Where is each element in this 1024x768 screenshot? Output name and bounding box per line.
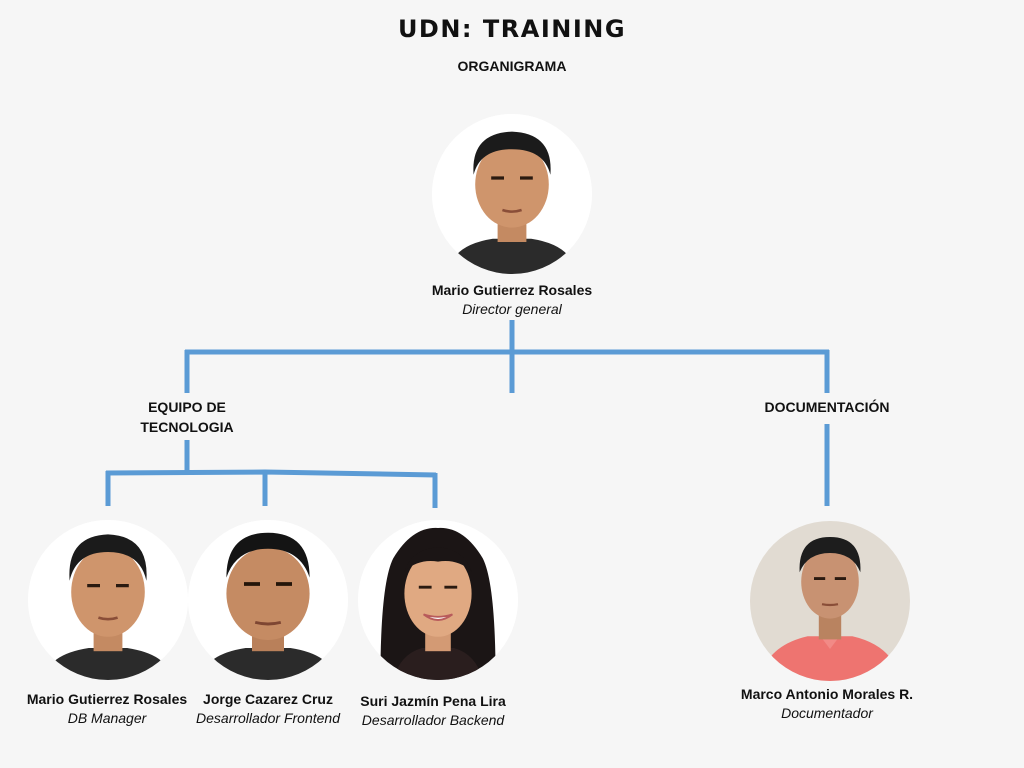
director-role: Director general xyxy=(462,301,562,317)
member-card: Mario Gutierrez Rosales DB Manager xyxy=(7,690,207,728)
member-role: Desarrollador Frontend xyxy=(196,710,340,726)
connector-tech-horizontal xyxy=(105,469,437,478)
member-avatar xyxy=(358,520,518,680)
member-avatar xyxy=(750,521,910,681)
team-label-documentacion: DOCUMENTACIÓN xyxy=(764,399,890,415)
member-name: Suri Jazmín Pena Lira xyxy=(360,693,506,709)
page-subtitle: ORGANIGRAMA xyxy=(457,58,567,74)
member-name: Jorge Cazarez Cruz xyxy=(203,691,333,707)
team-label-tecnologia: EQUIPO DE TECNOLOGIA xyxy=(140,399,234,435)
member-avatar xyxy=(28,520,188,680)
director-name: Mario Gutierrez Rosales xyxy=(431,282,593,298)
member-avatar xyxy=(188,520,348,680)
member-card: Marco Antonio Morales R. Documentador xyxy=(717,685,937,723)
member-name: Mario Gutierrez Rosales xyxy=(26,691,188,707)
member-role: Desarrollador Backend xyxy=(361,712,505,728)
member-name: Marco Antonio Morales R. xyxy=(740,686,914,702)
member-role: Documentador xyxy=(781,705,873,721)
page-title: UDN: TRAINING xyxy=(397,15,627,43)
member-card: Jorge Cazarez Cruz Desarrollador Fronten… xyxy=(168,690,368,728)
director-card: Mario Gutierrez Rosales Director general xyxy=(362,281,662,319)
member-role: DB Manager xyxy=(67,710,147,726)
member-card: Suri Jazmín Pena Lira Desarrollador Back… xyxy=(333,692,533,730)
director-avatar xyxy=(432,114,592,274)
